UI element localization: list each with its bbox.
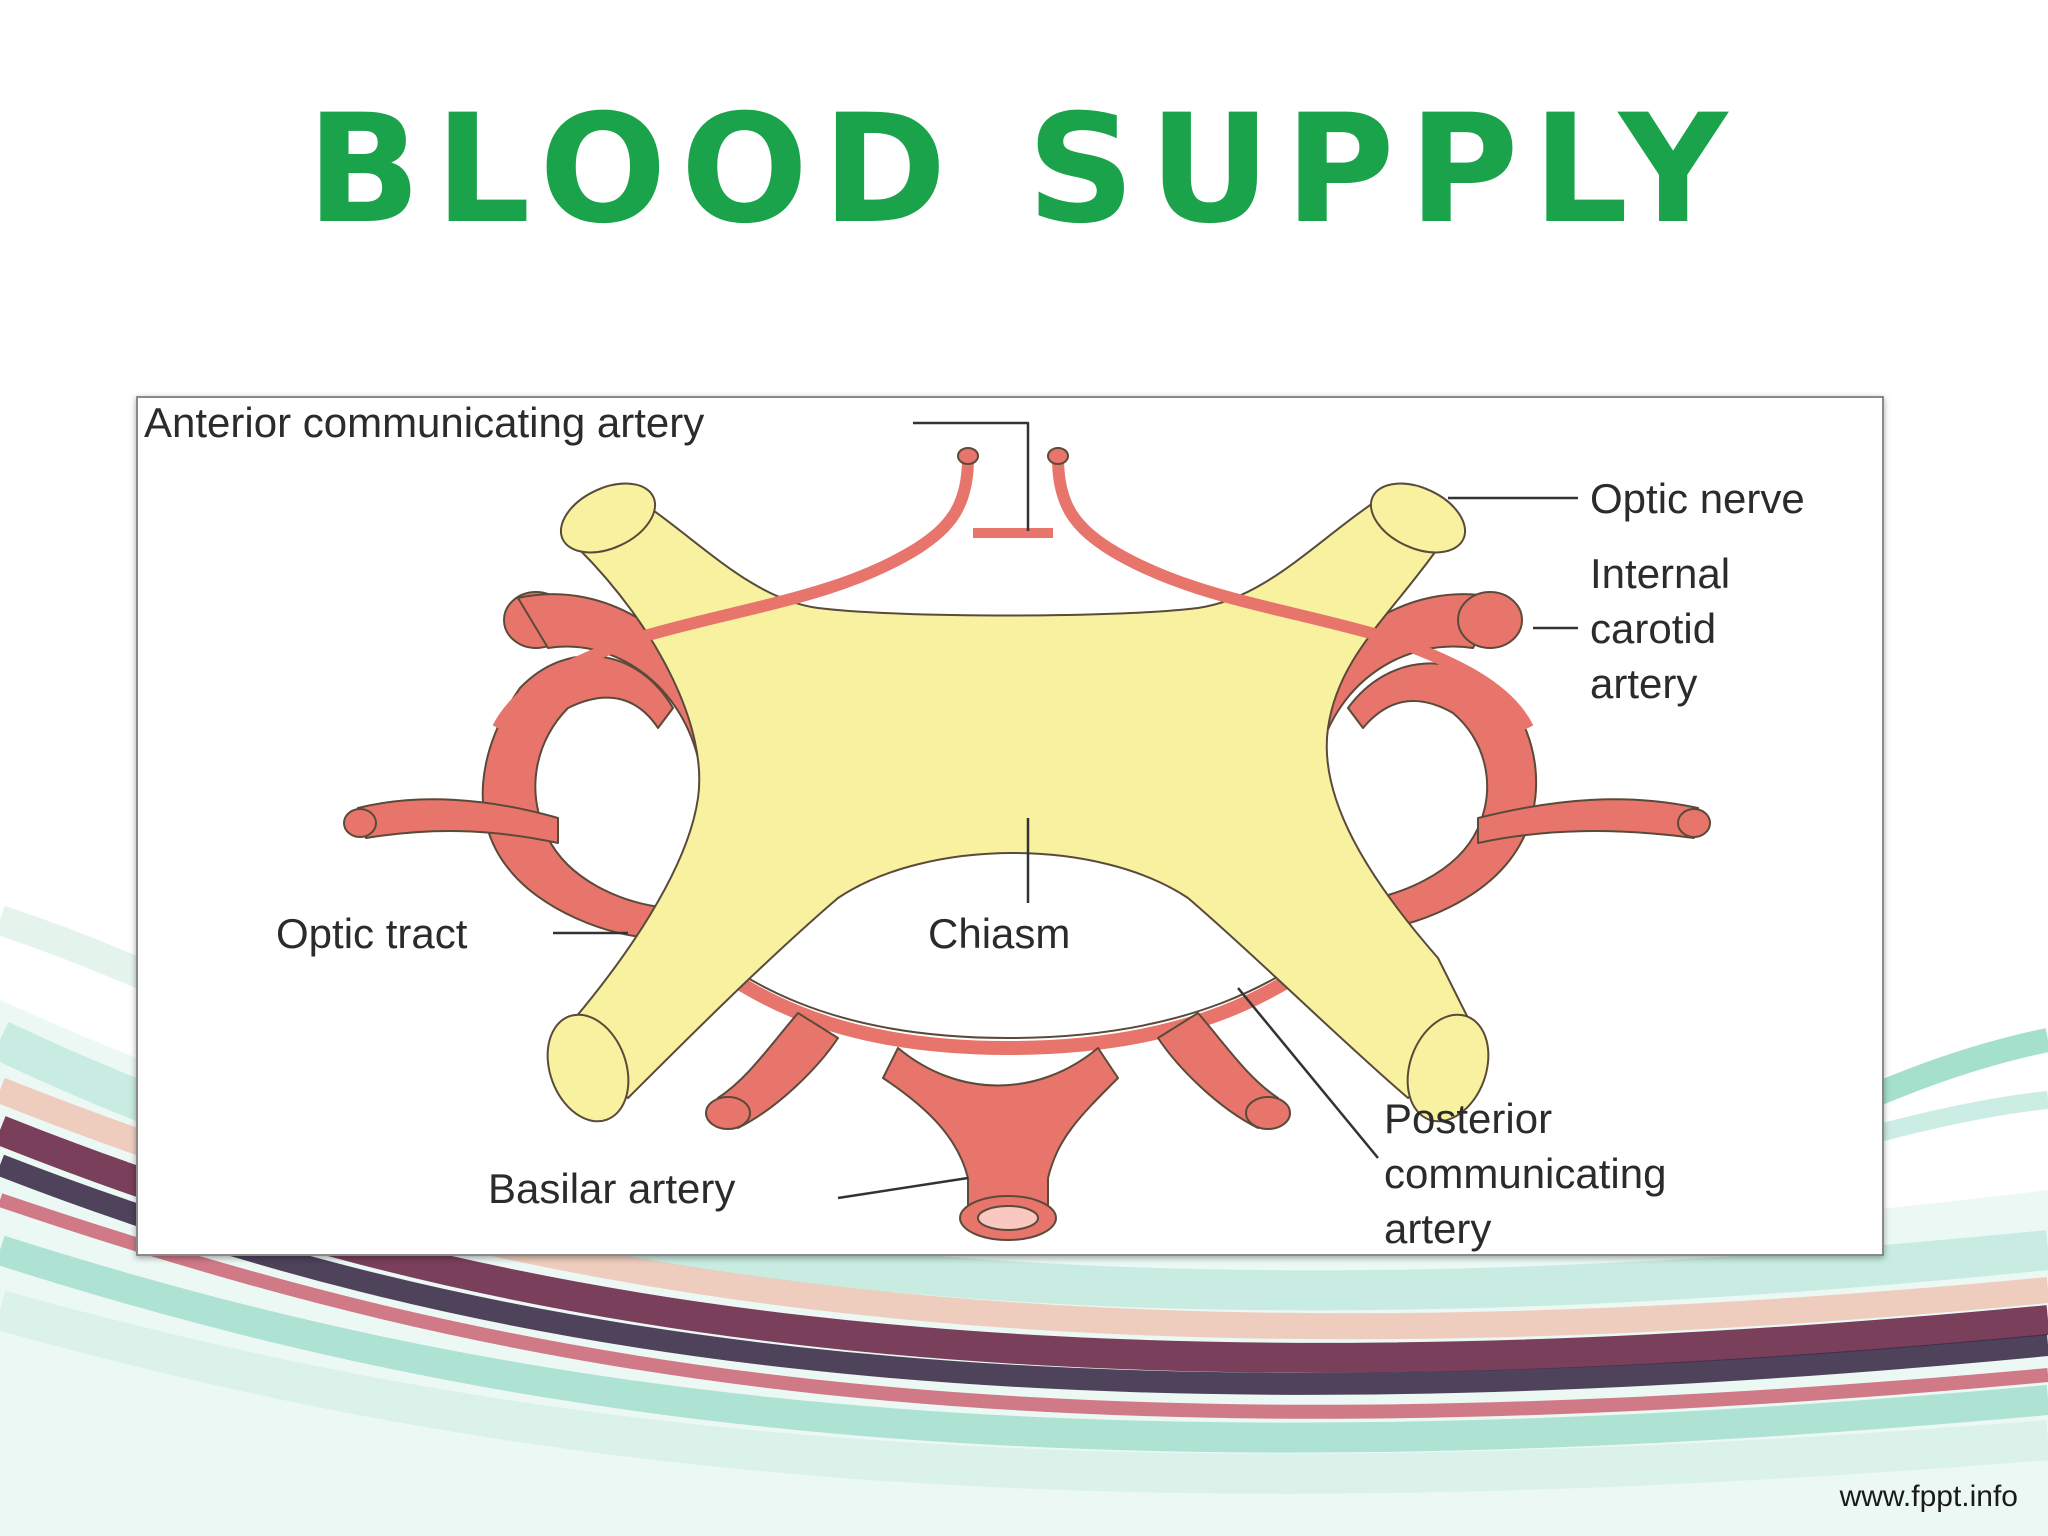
slide-title: BLOOD SUPPLY [306, 83, 1742, 257]
label-basilar-artery: Basilar artery [488, 1165, 736, 1212]
optic-structures [546, 482, 1490, 1123]
leader-basilar [837, 1176, 969, 1200]
arteries [343, 591, 1711, 1241]
leader-posterior-communicating [1237, 987, 1379, 1159]
right-internal-carotid-artery [1347, 662, 1538, 934]
left-anterior-cerebral [492, 457, 974, 731]
right-branch-opening [1677, 808, 1711, 838]
left-optic-nerve-end [559, 482, 657, 554]
label-posterior-communicating-line3: artery [1384, 1205, 1492, 1252]
label-optic-nerve: Optic nerve [1590, 475, 1805, 522]
basilar-artery [882, 1047, 1119, 1219]
right-posterior-opening [1245, 1096, 1291, 1130]
label-posterior-communicating-line1: Posterior [1384, 1095, 1553, 1142]
optic-chiasm-diagram [343, 421, 1711, 1241]
anterior-cerebral-arteries [492, 447, 1534, 731]
left-optic-tract-end [546, 1013, 630, 1123]
label-internal-carotid-line2: carotid [1590, 605, 1717, 652]
label-internal-carotid-line3: artery [1590, 660, 1698, 707]
leader-anterior-communicating [913, 421, 1030, 531]
right-middle-cerebral-branch [1477, 798, 1699, 844]
right-anterior-cerebral [1052, 457, 1534, 731]
right-optic-tract-end [1406, 1013, 1490, 1123]
chiasm-body [557, 492, 1479, 1099]
leader-lines [553, 421, 1578, 1200]
label-chiasm: Chiasm [928, 910, 1071, 957]
label-posterior-communicating-line2: communicating [1384, 1150, 1667, 1197]
right-carotid-opening [1457, 591, 1523, 649]
left-posterior-opening [705, 1096, 751, 1130]
left-branch-opening [343, 808, 377, 838]
left-middle-cerebral-branch [357, 798, 559, 844]
label-anterior-communicating-artery: Anterior communicating artery [144, 399, 705, 446]
diagram-panel: Anterior communicating artery Optic nerv… [136, 396, 1884, 1256]
right-optic-nerve-end [1369, 482, 1467, 554]
footer-url: www.fppt.info [1839, 1480, 2018, 1513]
label-optic-tract: Optic tract [276, 910, 468, 957]
left-internal-carotid-artery [481, 655, 674, 939]
label-internal-carotid-line1: Internal [1590, 550, 1731, 597]
